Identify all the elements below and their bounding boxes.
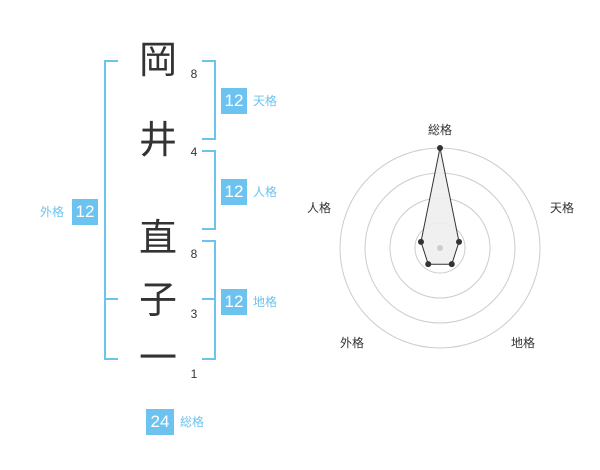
- radar-point-4: [425, 261, 432, 268]
- stroke-count-3: 8: [190, 247, 198, 261]
- name-char-1: 岡: [138, 38, 177, 82]
- radar-label-gaikaku: 外格: [340, 336, 365, 350]
- jinkaku-label: 人格: [253, 185, 278, 199]
- name-char-5: 一: [138, 336, 177, 380]
- radar-point-3: [448, 261, 455, 268]
- stroke-count-5: 1: [190, 367, 198, 381]
- soukaku-label: 総格: [180, 415, 205, 429]
- chikaku-bracket: [202, 240, 216, 360]
- radar-label-jinkaku: 人格: [307, 201, 332, 215]
- stroke-count-2: 4: [190, 145, 198, 159]
- radar-point-5: [417, 238, 424, 245]
- stroke-count-4: 3: [190, 307, 198, 321]
- radar-center-dot: [437, 245, 443, 251]
- name-char-2: 井: [138, 118, 177, 162]
- gaikaku-bracket-tick: [104, 298, 118, 300]
- jinkaku-bracket: [202, 150, 216, 230]
- chikaku-value-badge: 12: [221, 289, 247, 315]
- radar-label-chikaku: 地格: [511, 336, 536, 350]
- radar-point-2: [456, 238, 463, 245]
- chikaku-bracket-tick: [202, 298, 216, 300]
- name-char-4: 子: [138, 278, 177, 322]
- tenkaku-bracket: [202, 60, 216, 140]
- radar-point-1: [437, 145, 443, 151]
- radar-label-soukaku: 総格: [428, 123, 453, 137]
- radar-label-tenkaku: 天格: [550, 201, 575, 215]
- tenkaku-value-badge: 12: [221, 88, 247, 114]
- jinkaku-value-badge: 12: [221, 179, 247, 205]
- gaikaku-bracket: [104, 60, 118, 360]
- chikaku-label: 地格: [253, 295, 278, 309]
- gaikaku-label: 外格: [40, 205, 65, 219]
- soukaku-value-badge: 24: [146, 409, 174, 435]
- name-char-3: 直: [138, 216, 177, 260]
- gaikaku-value-badge: 12: [72, 199, 98, 225]
- tenkaku-label: 天格: [253, 94, 278, 108]
- stroke-count-1: 8: [190, 67, 198, 81]
- radar-value-polygon: [420, 147, 460, 265]
